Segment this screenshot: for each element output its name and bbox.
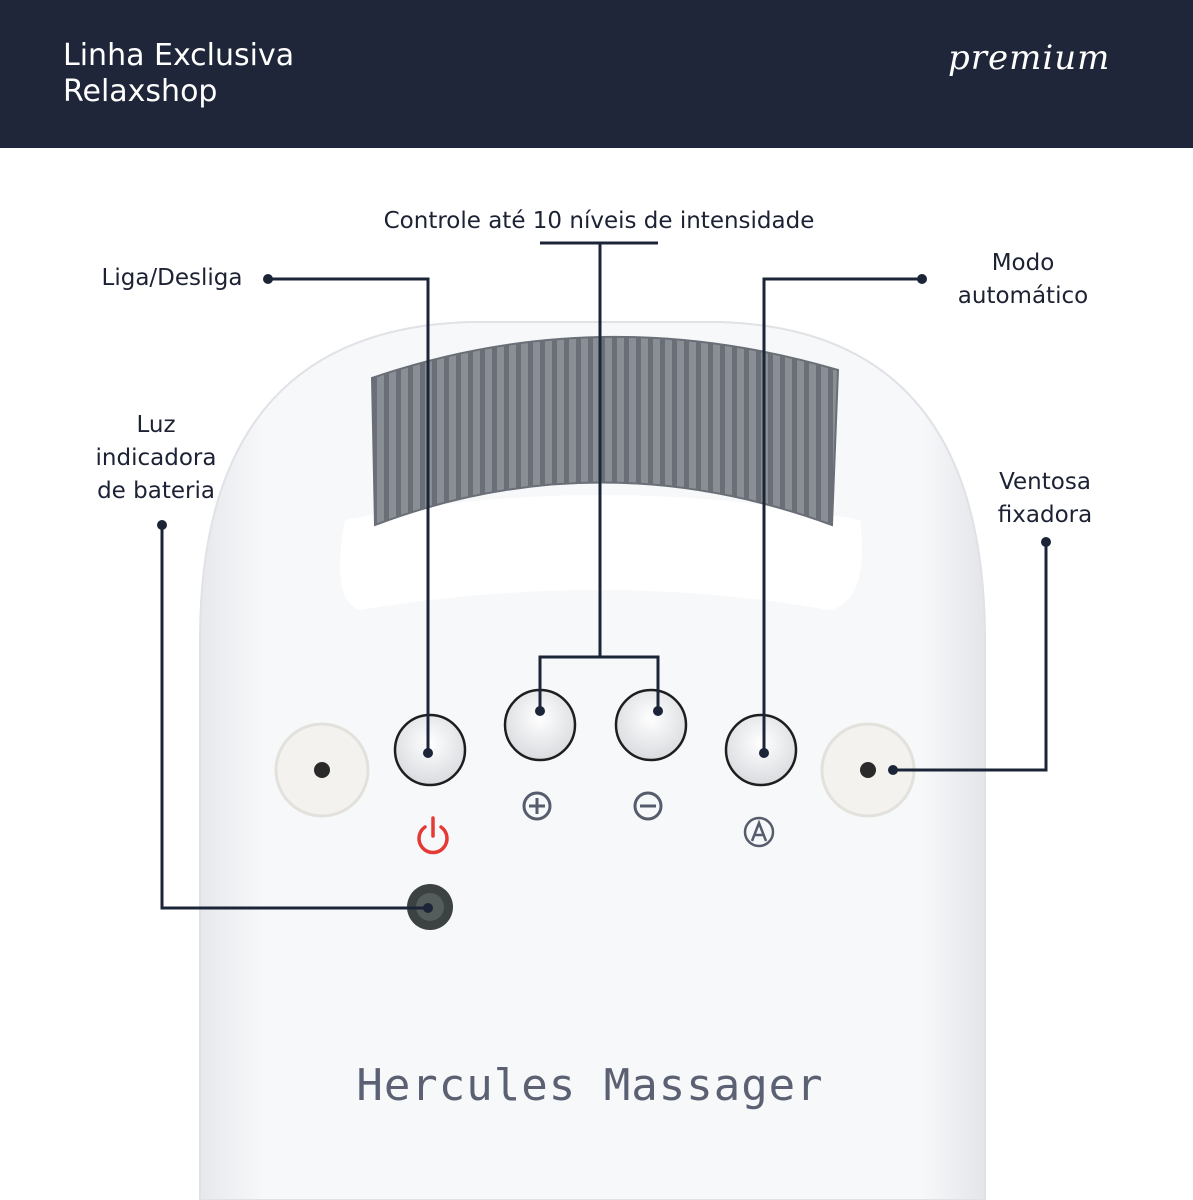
- label-auto-line1: Modo: [991, 250, 1055, 276]
- label-auto-line2: automático: [957, 283, 1089, 309]
- callout-battery: [160, 525, 428, 910]
- callout-intensity: [538, 241, 660, 711]
- label-suction: Ventosa fixadora: [965, 466, 1125, 532]
- handle-grip: [370, 335, 840, 527]
- label-battery-line2: indicadora: [95, 445, 217, 471]
- label-suction-line2: fixadora: [997, 502, 1093, 528]
- premium-tagline: premium: [948, 38, 1111, 78]
- callout-suction: [893, 542, 1048, 772]
- callout-power: [268, 277, 430, 753]
- header-banner: Linha Exclusiva Relaxshop premium: [0, 0, 1193, 148]
- label-battery-line3: de bateria: [97, 478, 215, 504]
- callout-lines: [160, 241, 1048, 910]
- callout-dots: [157, 274, 1051, 913]
- brand-line-1: Linha Exclusiva: [63, 38, 295, 73]
- power-icon: [417, 816, 449, 855]
- minus-button: [614, 688, 688, 762]
- label-suction-line1: Ventosa: [999, 469, 1091, 495]
- label-battery-line1: Luz: [136, 412, 176, 438]
- suction-cup-left: [274, 722, 370, 818]
- brand-title: Linha Exclusiva Relaxshop: [63, 38, 294, 110]
- plus-icon: [522, 791, 552, 821]
- label-power: Liga/Desliga: [101, 265, 243, 291]
- product-name: Hercules Massager: [356, 1060, 824, 1111]
- label-battery: Luz indicadora de bateria: [66, 409, 246, 508]
- brand-line-2: Relaxshop: [63, 74, 218, 109]
- label-intensity: Controle até 10 níveis de intensidade: [383, 208, 815, 234]
- callout-auto: [762, 277, 922, 753]
- label-auto: Modo automático: [930, 247, 1116, 313]
- auto-icon: [743, 816, 775, 848]
- product-diagram: [157, 241, 1051, 1200]
- minus-icon: [633, 791, 663, 821]
